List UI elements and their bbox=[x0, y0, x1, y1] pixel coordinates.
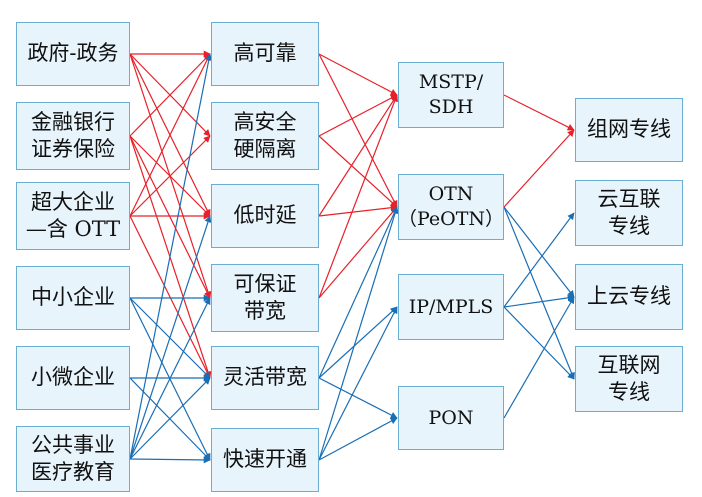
product-node-network-line: 组网专线 bbox=[575, 98, 683, 162]
customer-label: 医疗教育 bbox=[31, 460, 115, 484]
edge-large-to-flexible bbox=[129, 215, 211, 379]
technology-label: SDH bbox=[428, 96, 474, 118]
requirement-label: 低时延 bbox=[233, 203, 297, 228]
edge-fast-to-pon bbox=[318, 417, 398, 461]
technology-label: PON bbox=[428, 406, 474, 429]
edge-latency-to-otn bbox=[318, 204, 398, 217]
edge-ipmpls-to-cloud_interconnect bbox=[503, 212, 575, 308]
edge-flexible-to-pon bbox=[318, 377, 398, 419]
customer-label: 小微企业 bbox=[31, 365, 115, 390]
customer-node-public-services: 公共事业 医疗教育 bbox=[16, 426, 130, 492]
edge-public-to-reliable bbox=[129, 53, 213, 460]
technology-label: （PeOTN） bbox=[397, 208, 505, 230]
technology-label: OTN bbox=[428, 183, 474, 206]
edge-flexible-to-otn bbox=[318, 206, 398, 379]
customer-node-gov: 政府-政务 bbox=[16, 22, 130, 86]
product-label: 互联网 bbox=[597, 352, 661, 377]
customer-label: 公共事业 bbox=[31, 432, 115, 457]
edge-secure-to-otn bbox=[318, 135, 398, 208]
requirement-node-reliable: 高可靠 bbox=[211, 22, 319, 86]
edge-fast-to-otn bbox=[318, 206, 399, 461]
requirement-label: 高安全 bbox=[233, 109, 297, 134]
customer-label: —含 OTT bbox=[25, 217, 121, 241]
requirement-label: 灵活带宽 bbox=[223, 365, 307, 390]
requirement-label: 硬隔离 bbox=[233, 137, 297, 161]
customer-label: 证券保险 bbox=[31, 137, 115, 161]
customer-node-finance: 金融银行 证券保险 bbox=[16, 102, 130, 170]
edge-fast-to-ipmpls bbox=[318, 306, 398, 461]
technology-label: MSTP/ bbox=[418, 71, 484, 94]
technology-node-mstp-sdh: MSTP/ SDH bbox=[398, 62, 504, 128]
technology-node-pon: PON bbox=[398, 386, 504, 450]
requirement-node-latency: 低时延 bbox=[211, 184, 319, 248]
requirement-node-secure: 高安全 硬隔离 bbox=[211, 102, 319, 170]
edge-public-to-bandwidth bbox=[129, 297, 211, 460]
edge-latency-to-mstp bbox=[318, 94, 398, 217]
edge-ipmpls-to-internet bbox=[503, 306, 575, 380]
product-label: 上云专线 bbox=[587, 284, 671, 309]
requirement-node-fast-provisioning: 快速开通 bbox=[211, 428, 319, 492]
edge-public-to-fast bbox=[129, 456, 211, 464]
requirement-node-flexible-bandwidth: 灵活带宽 bbox=[211, 346, 319, 410]
technology-label: IP/MPLS bbox=[408, 295, 494, 318]
requirement-node-bandwidth: 可保证 带宽 bbox=[211, 264, 319, 332]
edge-otn-to-internet bbox=[503, 206, 575, 380]
product-label: 专线 bbox=[608, 214, 650, 238]
edge-otn-to-cloud_access bbox=[503, 206, 575, 298]
product-label: 云互联 bbox=[597, 186, 661, 211]
edge-public-to-latency bbox=[129, 215, 212, 460]
product-node-internet-line: 互联网 专线 bbox=[575, 346, 683, 412]
edge-large-to-reliable bbox=[129, 53, 211, 217]
edge-pon-to-cloud_access bbox=[503, 296, 575, 419]
customer-node-large-enterprise: 超大企业 —含 OTT bbox=[16, 182, 130, 250]
edge-ipmpls-to-cloud_access bbox=[503, 294, 575, 308]
edge-reliable-to-otn bbox=[318, 53, 398, 208]
customer-label: 超大企业 bbox=[31, 189, 115, 214]
requirement-label: 快速开通 bbox=[223, 447, 307, 472]
edge-large-to-secure bbox=[129, 135, 211, 217]
edge-otn-to-network bbox=[503, 129, 575, 208]
edge-bandwidth-to-otn bbox=[318, 206, 398, 299]
customer-label: 中小企业 bbox=[31, 285, 115, 310]
requirement-label: 可保证 bbox=[233, 271, 297, 296]
product-node-cloud-access: 上云专线 bbox=[575, 264, 683, 330]
edge-secure-to-mstp bbox=[318, 94, 398, 137]
edge-flexible-to-ipmpls bbox=[318, 306, 398, 379]
customer-label: 政府-政务 bbox=[27, 41, 119, 66]
product-label: 专线 bbox=[608, 380, 650, 404]
requirement-label: 高可靠 bbox=[233, 41, 297, 66]
technology-node-ip-mpls: IP/MPLS bbox=[398, 274, 504, 340]
edge-public-to-flexible bbox=[129, 377, 211, 460]
edge-reliable-to-mstp bbox=[318, 53, 398, 96]
edge-mstp-to-network bbox=[503, 94, 575, 131]
product-label: 组网专线 bbox=[587, 117, 671, 142]
technology-node-otn: OTN （PeOTN） bbox=[398, 174, 504, 240]
product-node-cloud-interconnect: 云互联 专线 bbox=[575, 180, 683, 246]
requirement-label: 带宽 bbox=[244, 299, 286, 323]
customer-node-micro: 小微企业 bbox=[16, 346, 130, 410]
edge-bandwidth-to-mstp bbox=[318, 94, 399, 299]
customer-node-sme: 中小企业 bbox=[16, 266, 130, 330]
edge-finance-to-reliable bbox=[129, 53, 211, 137]
edge-finance-to-bandwidth bbox=[129, 135, 211, 299]
customer-label: 金融银行 bbox=[31, 109, 115, 134]
